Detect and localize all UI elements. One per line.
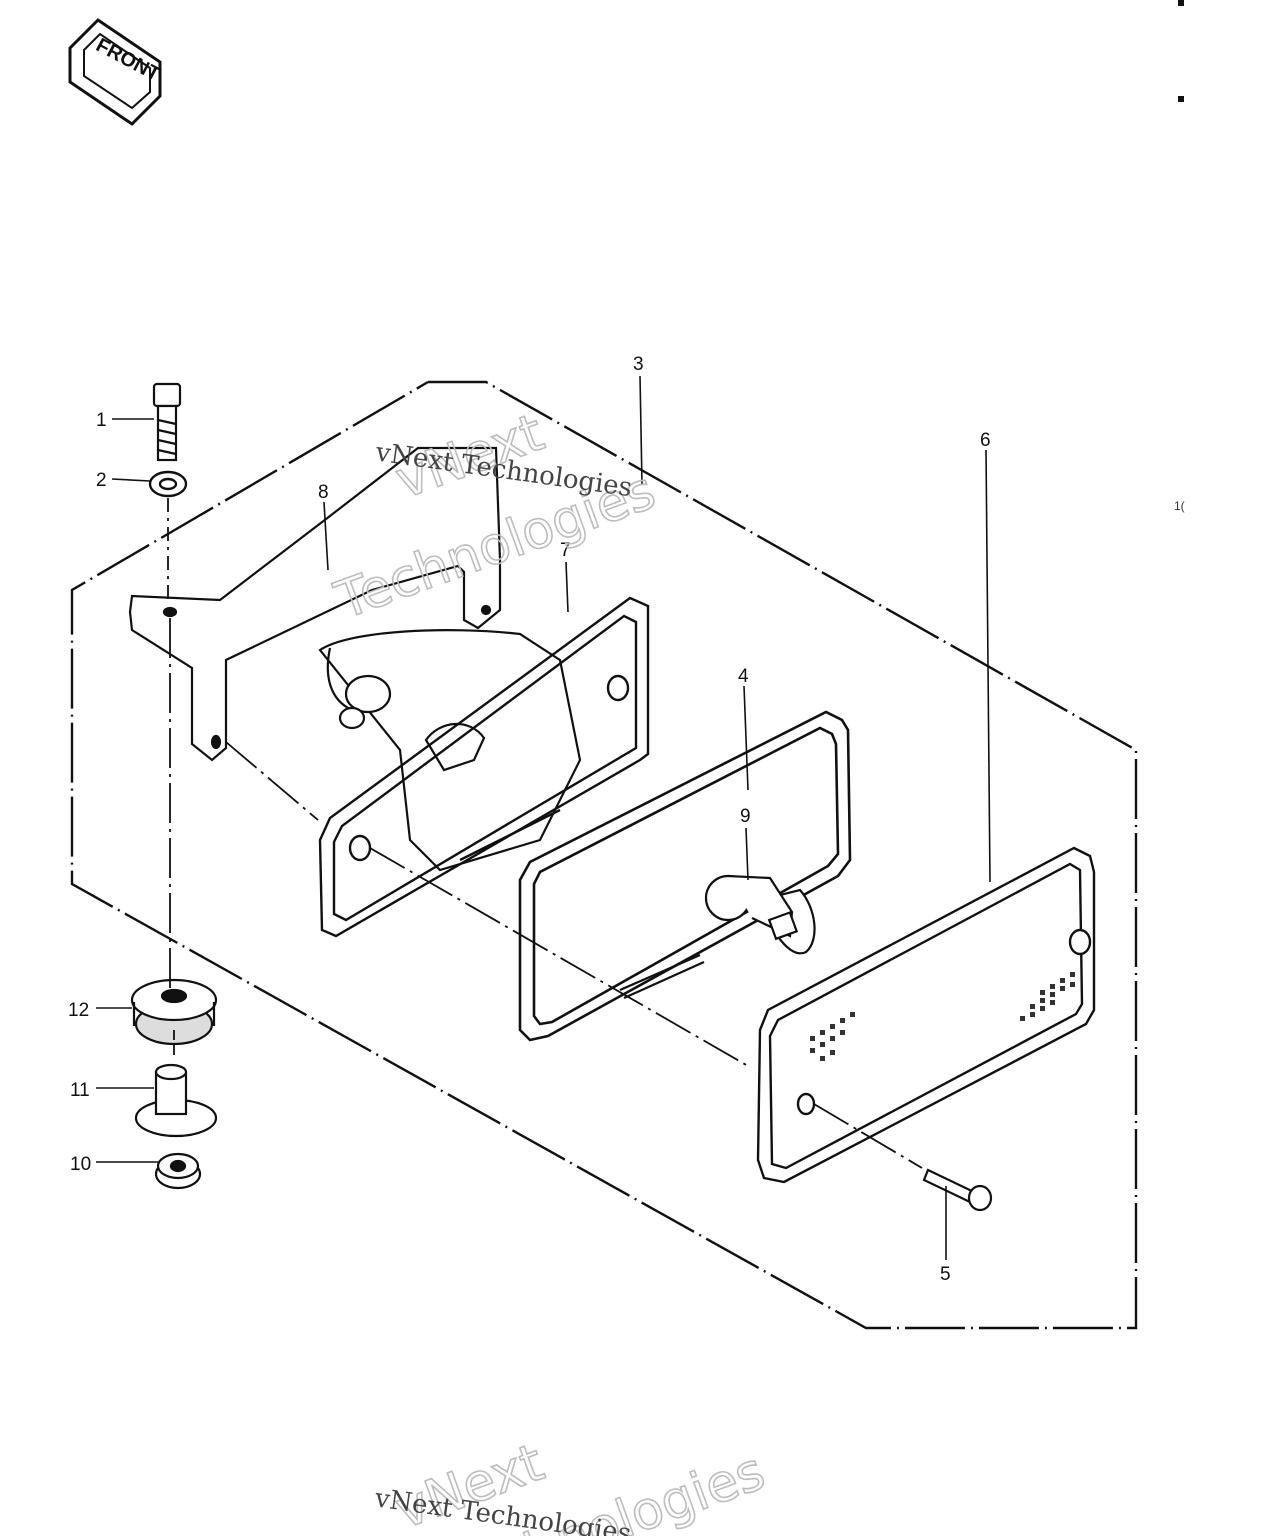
callout-10: 10 bbox=[70, 1154, 91, 1175]
callout-4: 4 bbox=[738, 666, 749, 687]
leader-lines bbox=[96, 375, 991, 1260]
grommet bbox=[130, 978, 218, 1046]
callout-9: 9 bbox=[740, 806, 751, 827]
screw bbox=[922, 1168, 993, 1212]
collar bbox=[134, 1063, 218, 1138]
watermark-bottom: vNext Technologies vNext Technologies bbox=[372, 1432, 773, 1536]
callout-12: 12 bbox=[68, 1000, 89, 1021]
bolt bbox=[152, 382, 182, 462]
callouts: 1 2 3 4 5 6 7 8 9 10 11 12 bbox=[68, 354, 991, 1285]
callout-5: 5 bbox=[940, 1264, 951, 1285]
callout-8: 8 bbox=[318, 482, 329, 503]
edge-mark-top bbox=[1178, 0, 1184, 6]
callout-6: 6 bbox=[980, 430, 991, 451]
front-arrow-icon: FRONT bbox=[68, 18, 163, 126]
bulb bbox=[619, 874, 816, 1000]
gasket bbox=[518, 710, 852, 1042]
nut bbox=[154, 1152, 202, 1190]
callout-2: 2 bbox=[96, 470, 107, 491]
edge-mark-middle bbox=[1178, 96, 1184, 102]
lamp-housing bbox=[318, 629, 582, 872]
assembly-outline bbox=[70, 380, 1138, 1330]
assembly-lines bbox=[167, 498, 923, 1169]
edge-mark-label: 1( bbox=[1174, 499, 1185, 513]
callout-3: 3 bbox=[633, 354, 644, 375]
callout-7: 7 bbox=[560, 540, 571, 561]
callout-11: 11 bbox=[70, 1080, 90, 1101]
bracket bbox=[128, 446, 502, 762]
callout-1: 1 bbox=[96, 410, 107, 431]
washer bbox=[148, 470, 188, 498]
lens-frame bbox=[318, 596, 650, 938]
lens bbox=[756, 846, 1096, 1184]
